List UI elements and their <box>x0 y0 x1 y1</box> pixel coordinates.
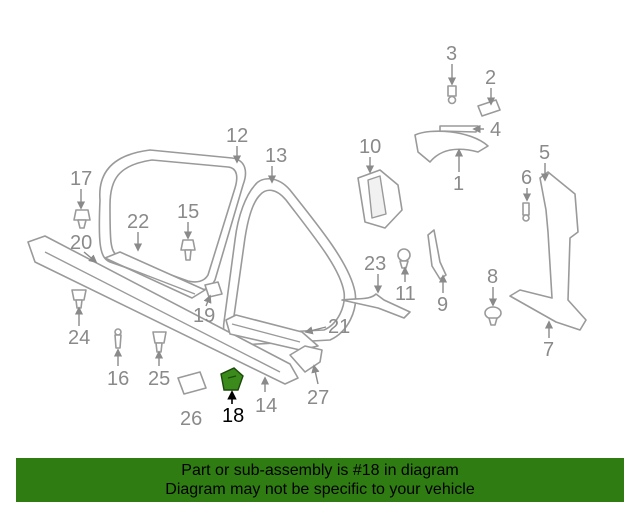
callout-11: 11 <box>395 283 416 305</box>
callout-18[interactable]: 18 <box>222 405 244 427</box>
bracket-27 <box>289 345 323 373</box>
callout-8: 8 <box>487 266 498 288</box>
callout-21: 21 <box>328 316 350 338</box>
a-pillar-trim <box>414 125 489 163</box>
callout-25: 25 <box>148 368 170 390</box>
callout-12: 12 <box>226 125 248 147</box>
callout-22: 22 <box>127 211 149 233</box>
pad-26 <box>177 371 207 395</box>
callout-13: 13 <box>265 145 287 167</box>
clip-2 <box>477 99 501 117</box>
clip-15 <box>180 239 196 261</box>
callout-10: 10 <box>359 136 381 158</box>
rear-scuff-plate <box>225 314 319 351</box>
callout-5: 5 <box>539 142 550 164</box>
rear-door-weatherstrip <box>222 178 357 346</box>
callout-27: 27 <box>307 387 329 409</box>
front-scuff-plate <box>104 251 206 299</box>
clip-24 <box>71 289 87 309</box>
callout-16: 16 <box>107 368 129 390</box>
clip-17 <box>73 209 91 229</box>
callout-19: 19 <box>193 305 215 327</box>
front-door-weatherstrip <box>98 149 247 292</box>
callout-23: 23 <box>364 253 386 275</box>
screw-3 <box>447 85 457 105</box>
callout-7: 7 <box>543 339 554 361</box>
grommet-11 <box>397 248 411 269</box>
callout-labels: 1 2 3 4 5 6 7 8 9 10 11 12 13 14 15 16 1… <box>68 43 554 430</box>
parts-diagram: 1 2 3 4 5 6 7 8 9 10 11 12 13 14 15 16 1… <box>27 43 587 430</box>
callout-3: 3 <box>446 43 457 65</box>
b-pillar-trim-7 <box>509 171 587 331</box>
leader-lines <box>74 64 554 404</box>
callout-26: 26 <box>180 408 202 430</box>
pillar-trim-10 <box>357 169 403 229</box>
callout-20: 20 <box>70 232 92 254</box>
callout-14: 14 <box>255 395 277 417</box>
clip-25 <box>152 331 167 353</box>
cover-23 <box>341 293 411 319</box>
banner-line-1: Part or sub-assembly is #18 in diagram <box>181 462 459 479</box>
clip-18-highlighted[interactable] <box>220 367 244 391</box>
callout-2: 2 <box>485 67 496 89</box>
grommet-8 <box>484 306 502 326</box>
callout-9: 9 <box>437 294 448 316</box>
info-banner: Part or sub-assembly is #18 in diagram D… <box>16 458 624 502</box>
bracket-9 <box>427 229 447 280</box>
callout-24: 24 <box>68 327 90 349</box>
callout-17: 17 <box>70 168 92 190</box>
callout-1: 1 <box>453 173 464 195</box>
clip-6 <box>522 202 530 222</box>
pad-19 <box>204 281 223 298</box>
callout-15: 15 <box>177 201 199 223</box>
callout-4: 4 <box>490 119 501 141</box>
callout-6: 6 <box>521 167 532 189</box>
rocker-moulding <box>27 235 299 385</box>
banner-line-2: Diagram may not be specific to your vehi… <box>165 481 475 498</box>
screw-16 <box>114 328 122 349</box>
